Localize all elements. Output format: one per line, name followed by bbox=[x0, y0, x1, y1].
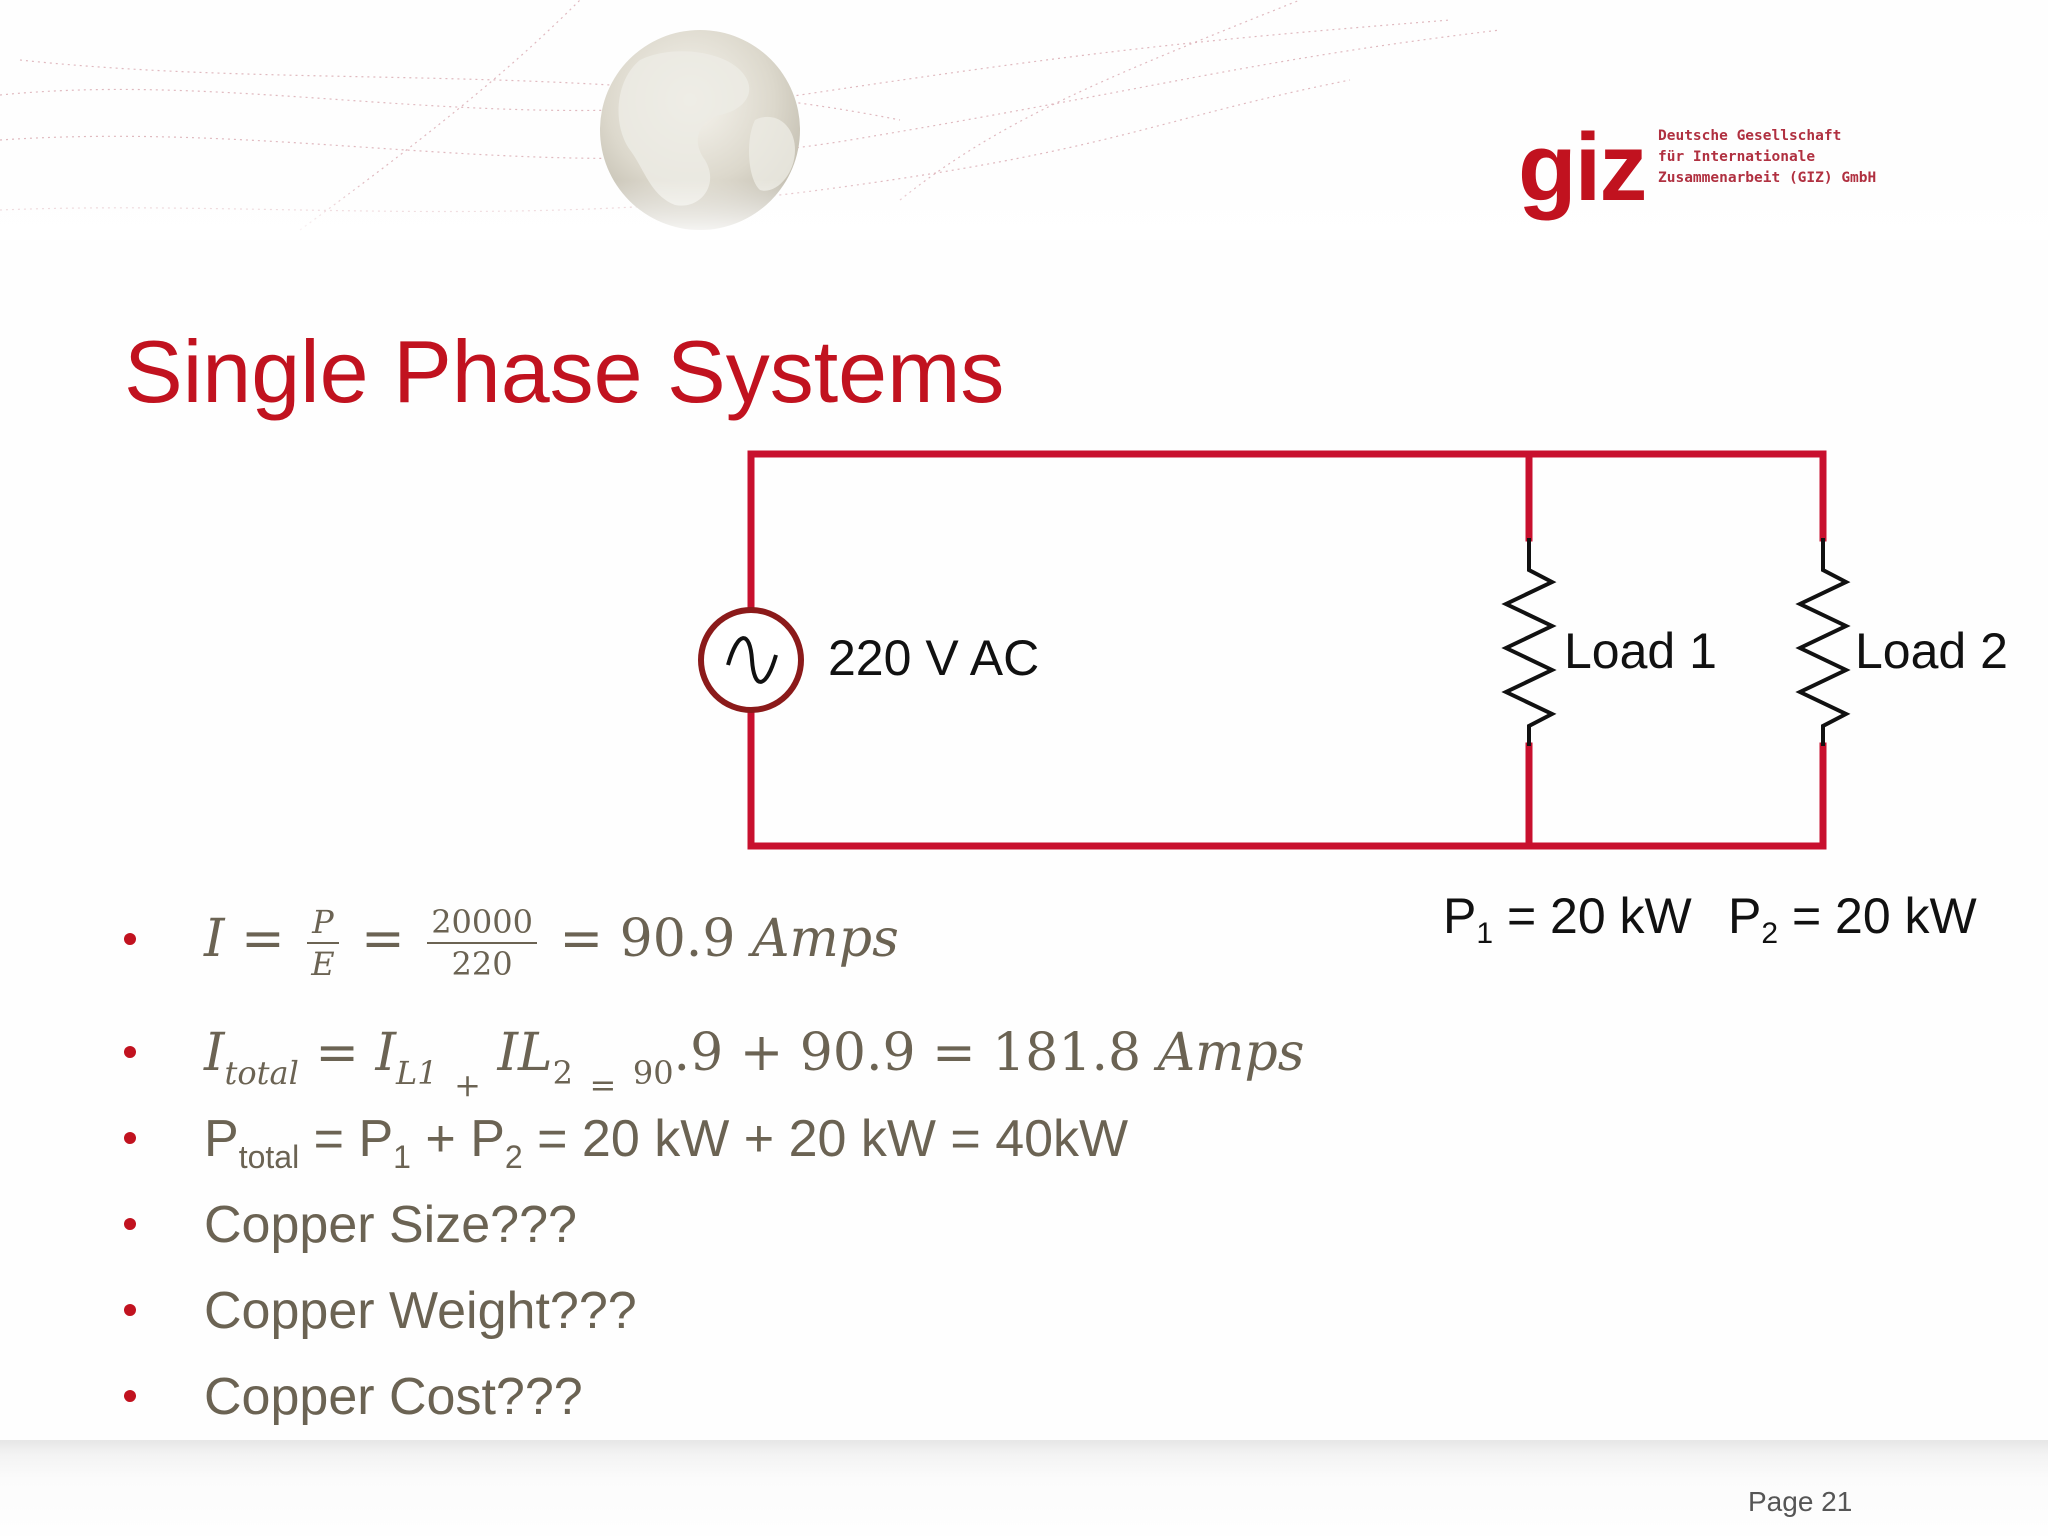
bullet-copper-size: Copper Size??? bbox=[124, 1196, 1324, 1278]
giz-logo-word: giz bbox=[1518, 114, 1647, 221]
wire-top bbox=[747, 450, 1827, 613]
p2-label: P2 = 20 kW bbox=[1728, 888, 1977, 950]
bullet-dot bbox=[124, 933, 136, 945]
bullet-total-power: Ptotal = P1 + P2 = 20 kW + 20 kW = 40kW bbox=[124, 1110, 1324, 1192]
bullet-dot bbox=[124, 1390, 136, 1402]
bullet-dot bbox=[124, 1304, 136, 1316]
slide-title: Single Phase Systems bbox=[124, 322, 1005, 421]
bullet-dot bbox=[124, 1046, 136, 1058]
source-label: 220 V AC bbox=[828, 630, 1040, 686]
footer-band bbox=[0, 1440, 2048, 1536]
wire-source-bottom bbox=[747, 707, 1827, 850]
load1-label: Load 1 bbox=[1564, 623, 1717, 679]
bullet-total-current: Itotal = IL1 + IL2 = 90.9 + 90.9 = 181.8… bbox=[124, 1023, 1324, 1106]
giz-subtitle-line: Deutsche Gesellschaft bbox=[1658, 128, 1842, 144]
bullet-copper-cost: Copper Cost??? bbox=[124, 1368, 1324, 1450]
load2-resistor-icon bbox=[1795, 538, 1851, 746]
bullet-dot bbox=[124, 1132, 136, 1144]
p1-label: P1 = 20 kW bbox=[1443, 888, 1692, 950]
header-decoration bbox=[0, 0, 2048, 240]
load2-label: Load 2 bbox=[1855, 623, 2008, 679]
page-number: Page 21 bbox=[1748, 1486, 1853, 1517]
giz-subtitle-line: für Internationale bbox=[1658, 149, 1816, 165]
giz-subtitle-line: Zusammenarbeit (GIZ) GmbH bbox=[1658, 170, 1877, 186]
ac-source-icon bbox=[698, 607, 804, 713]
load1-resistor-icon bbox=[1501, 538, 1557, 746]
bullet-dot bbox=[124, 1218, 136, 1230]
giz-logo: giz Deutsche Gesellschaft für Internatio… bbox=[1518, 118, 1898, 218]
giz-logo-subtitle: Deutsche Gesellschaft für Internationale… bbox=[1658, 126, 1898, 189]
bullet-copper-weight: Copper Weight??? bbox=[124, 1282, 1324, 1364]
